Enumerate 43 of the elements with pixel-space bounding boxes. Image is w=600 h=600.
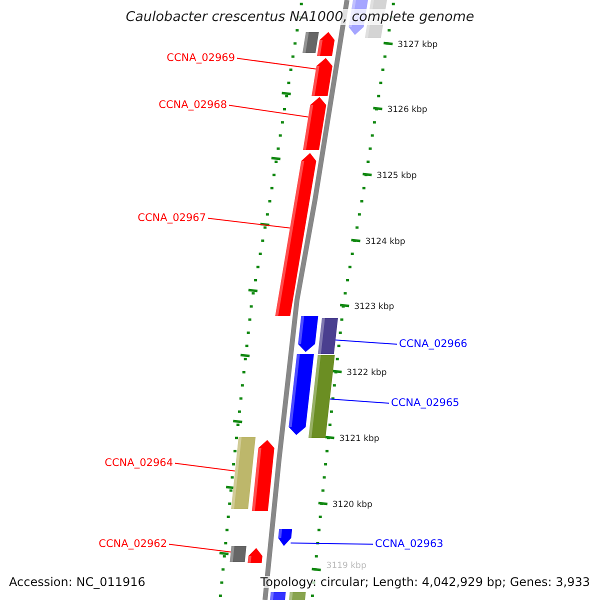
scale-label: 3122 kbp (346, 369, 387, 378)
leader-line (335, 340, 398, 345)
scale-label: 3125 kbp (376, 172, 417, 180)
gene-block (231, 437, 256, 509)
gene-block (308, 355, 335, 438)
leader-line (168, 544, 232, 552)
scale-label: 3126 kbp (387, 106, 428, 114)
gene-block (302, 32, 319, 53)
gene-feature (248, 548, 262, 563)
gene-feature (275, 153, 316, 316)
gene-label: CCNA_02964 (104, 458, 173, 468)
leader-line (236, 58, 316, 70)
gene-label: CCNA_02966 (399, 339, 468, 350)
gene-feature (252, 440, 274, 511)
gene-feature (312, 58, 332, 96)
leader-line (208, 218, 290, 228)
scale-label: 3120 kbp (332, 501, 372, 510)
leader-line (329, 398, 390, 404)
gene-label: CCNA_02962 (98, 539, 167, 550)
gene-block (270, 592, 286, 600)
scale-label: 3127 kbp (398, 41, 438, 50)
gene-label: CCNA_02969 (166, 53, 235, 64)
scale-label: 3119 kbp (326, 562, 366, 570)
gene-block (318, 318, 338, 354)
leader-line (290, 542, 374, 545)
gene-block (289, 592, 306, 600)
gene-feature (298, 316, 318, 352)
gene-feature (317, 32, 335, 56)
gene-feature (288, 354, 314, 435)
leader-line (174, 462, 236, 472)
gene-label: CCNA_02967 (138, 213, 206, 224)
accession-text: Accession: NC_011916 (9, 576, 146, 588)
scale-label: 3124 kbp (365, 238, 406, 246)
leader-line (228, 104, 309, 118)
gene-feature (278, 529, 292, 546)
scale-label: 3121 kbp (339, 435, 380, 444)
gene-label: CCNA_02965 (391, 398, 460, 408)
scale-label: 3123 kbp (354, 303, 394, 312)
gene-label: CCNA_02963 (375, 539, 444, 550)
gene-block (230, 546, 246, 562)
genome-info-text: Topology: circular; Length: 4,042,929 bp; Genes: 3,933 (260, 576, 590, 588)
gene-label: CCNA_02968 (158, 100, 227, 110)
gene-feature (303, 97, 326, 150)
